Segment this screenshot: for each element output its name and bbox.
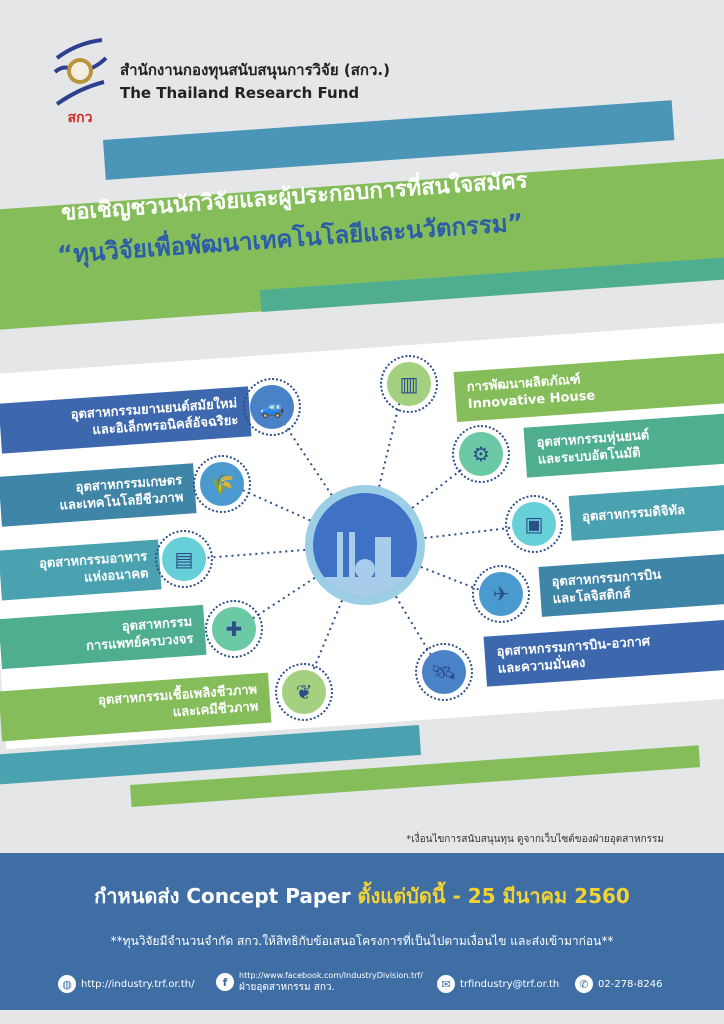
globe-icon: ◍	[58, 975, 76, 993]
facebook-icon: f	[216, 973, 234, 991]
airplane-icon: ✈	[479, 572, 523, 616]
mail-icon: ✉	[437, 975, 455, 993]
biofuel-icon: ❦	[282, 670, 326, 714]
industry-icon-circle: ▤	[155, 530, 213, 588]
factory-icon	[325, 532, 405, 597]
phone-icon: ✆	[575, 975, 593, 993]
email-link[interactable]: ✉trfindustry@trf.or.th	[437, 975, 559, 993]
trf-logo: สกว	[53, 38, 108, 126]
industry-icon-circle: ✈	[472, 565, 530, 623]
limited-funding-note: **ทุนวิจัยมีจำนวนจำกัด สกว.ให้สิทธิกับข้…	[110, 934, 614, 948]
footer-panel	[0, 853, 724, 1010]
industry-icon-circle: 🌾	[193, 455, 251, 513]
svg-text:สกว: สกว	[68, 110, 93, 126]
satellite-icon: 🛰	[422, 650, 466, 694]
funding-conditions-note: *เงื่อนไขการสนับสนุนทุน ดูจากเว็บไซต์ของ…	[406, 834, 664, 845]
factory-hub	[305, 485, 425, 605]
industry-icon-circle: 🚙	[243, 378, 301, 436]
industry-icon-circle: ▣	[505, 495, 563, 553]
deadline-text: กำหนดส่ง Concept Paper ตั้งแต่บัดนี้ - 2…	[94, 884, 630, 908]
computer-icon: ▣	[512, 502, 556, 546]
product-icon: ▥	[387, 362, 431, 406]
phone-number[interactable]: ✆02-278-8246	[575, 975, 662, 993]
org-name-english: The Thailand Research Fund	[120, 84, 360, 102]
industry-icon-circle: ✚	[205, 600, 263, 658]
medical-icon: ✚	[212, 607, 256, 651]
industry-icon-circle: ⚙	[452, 425, 510, 483]
robot-arm-icon: ⚙	[459, 432, 503, 476]
wheat-icon: 🌾	[200, 462, 244, 506]
industry-icon-circle: ▥	[380, 355, 438, 413]
org-name-thai: สำนักงานกองทุนสนับสนุนการวิจัย (สกว.)	[120, 61, 390, 79]
industry-icon-circle: ❦	[275, 663, 333, 721]
car-icon: 🚙	[250, 385, 294, 429]
food-package-icon: ▤	[162, 537, 206, 581]
website-link[interactable]: ◍http://industry.trf.or.th/	[58, 975, 194, 993]
industry-icon-circle: 🛰	[415, 643, 473, 701]
